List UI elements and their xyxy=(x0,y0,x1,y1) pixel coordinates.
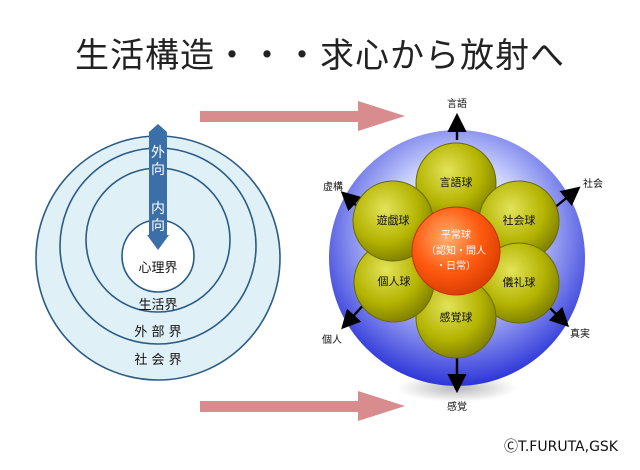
center-label-2: （認知・間人 xyxy=(426,244,486,257)
copyright-notice: ⒸT.FURUTA,GSK xyxy=(503,439,618,455)
concentric-diagram: 外 向 内 向 心理界 生活界 外 部 界 社 会 界 xyxy=(35,124,281,381)
inward-outward-arrow xyxy=(147,124,169,250)
ring-label-society: 社 会 界 xyxy=(134,352,181,368)
outer-label-fiction: 虚構 xyxy=(323,180,343,193)
arrow-label-bottom-2: 向 xyxy=(151,218,165,234)
slide-title: 生活構造・・・求心から放射へ xyxy=(75,36,565,76)
petal-label-ritual: 儀礼球 xyxy=(503,275,536,289)
arrow-label-top-2: 向 xyxy=(151,162,165,178)
outer-label-social: 社会 xyxy=(583,177,603,190)
outer-label-language: 言語 xyxy=(447,97,467,110)
petal-label-play: 遊戯球 xyxy=(377,213,410,227)
petal-label-language: 言語球 xyxy=(440,175,473,189)
center-label-1: 平常球 xyxy=(441,228,471,241)
pink-arrow-top xyxy=(200,101,405,131)
arrow-label-bottom-1: 内 xyxy=(151,201,165,217)
arrow-label-top-1: 外 xyxy=(151,145,165,161)
pink-arrow-bottom xyxy=(200,391,405,421)
center-sphere xyxy=(411,206,501,296)
petal-label-sensory: 感覚球 xyxy=(440,310,473,324)
petal-label-personal: 個人球 xyxy=(378,274,411,288)
center-label-3: ・日常） xyxy=(436,259,476,272)
outer-label-personal: 個人 xyxy=(322,333,342,346)
petal-label-social: 社会球 xyxy=(503,213,536,227)
ring-label-psych: 心理界 xyxy=(138,261,177,276)
ring-label-life: 生活界 xyxy=(138,298,177,313)
ring-label-external: 外 部 界 xyxy=(134,325,181,340)
outer-label-truth: 真実 xyxy=(570,327,590,340)
radial-diagram: 言語球 社会球 儀礼球 感覚球 個人球 遊戯球 平常球 （認知・間人 ・日常） … xyxy=(322,97,603,413)
outer-label-sensory: 感覚 xyxy=(447,400,467,413)
